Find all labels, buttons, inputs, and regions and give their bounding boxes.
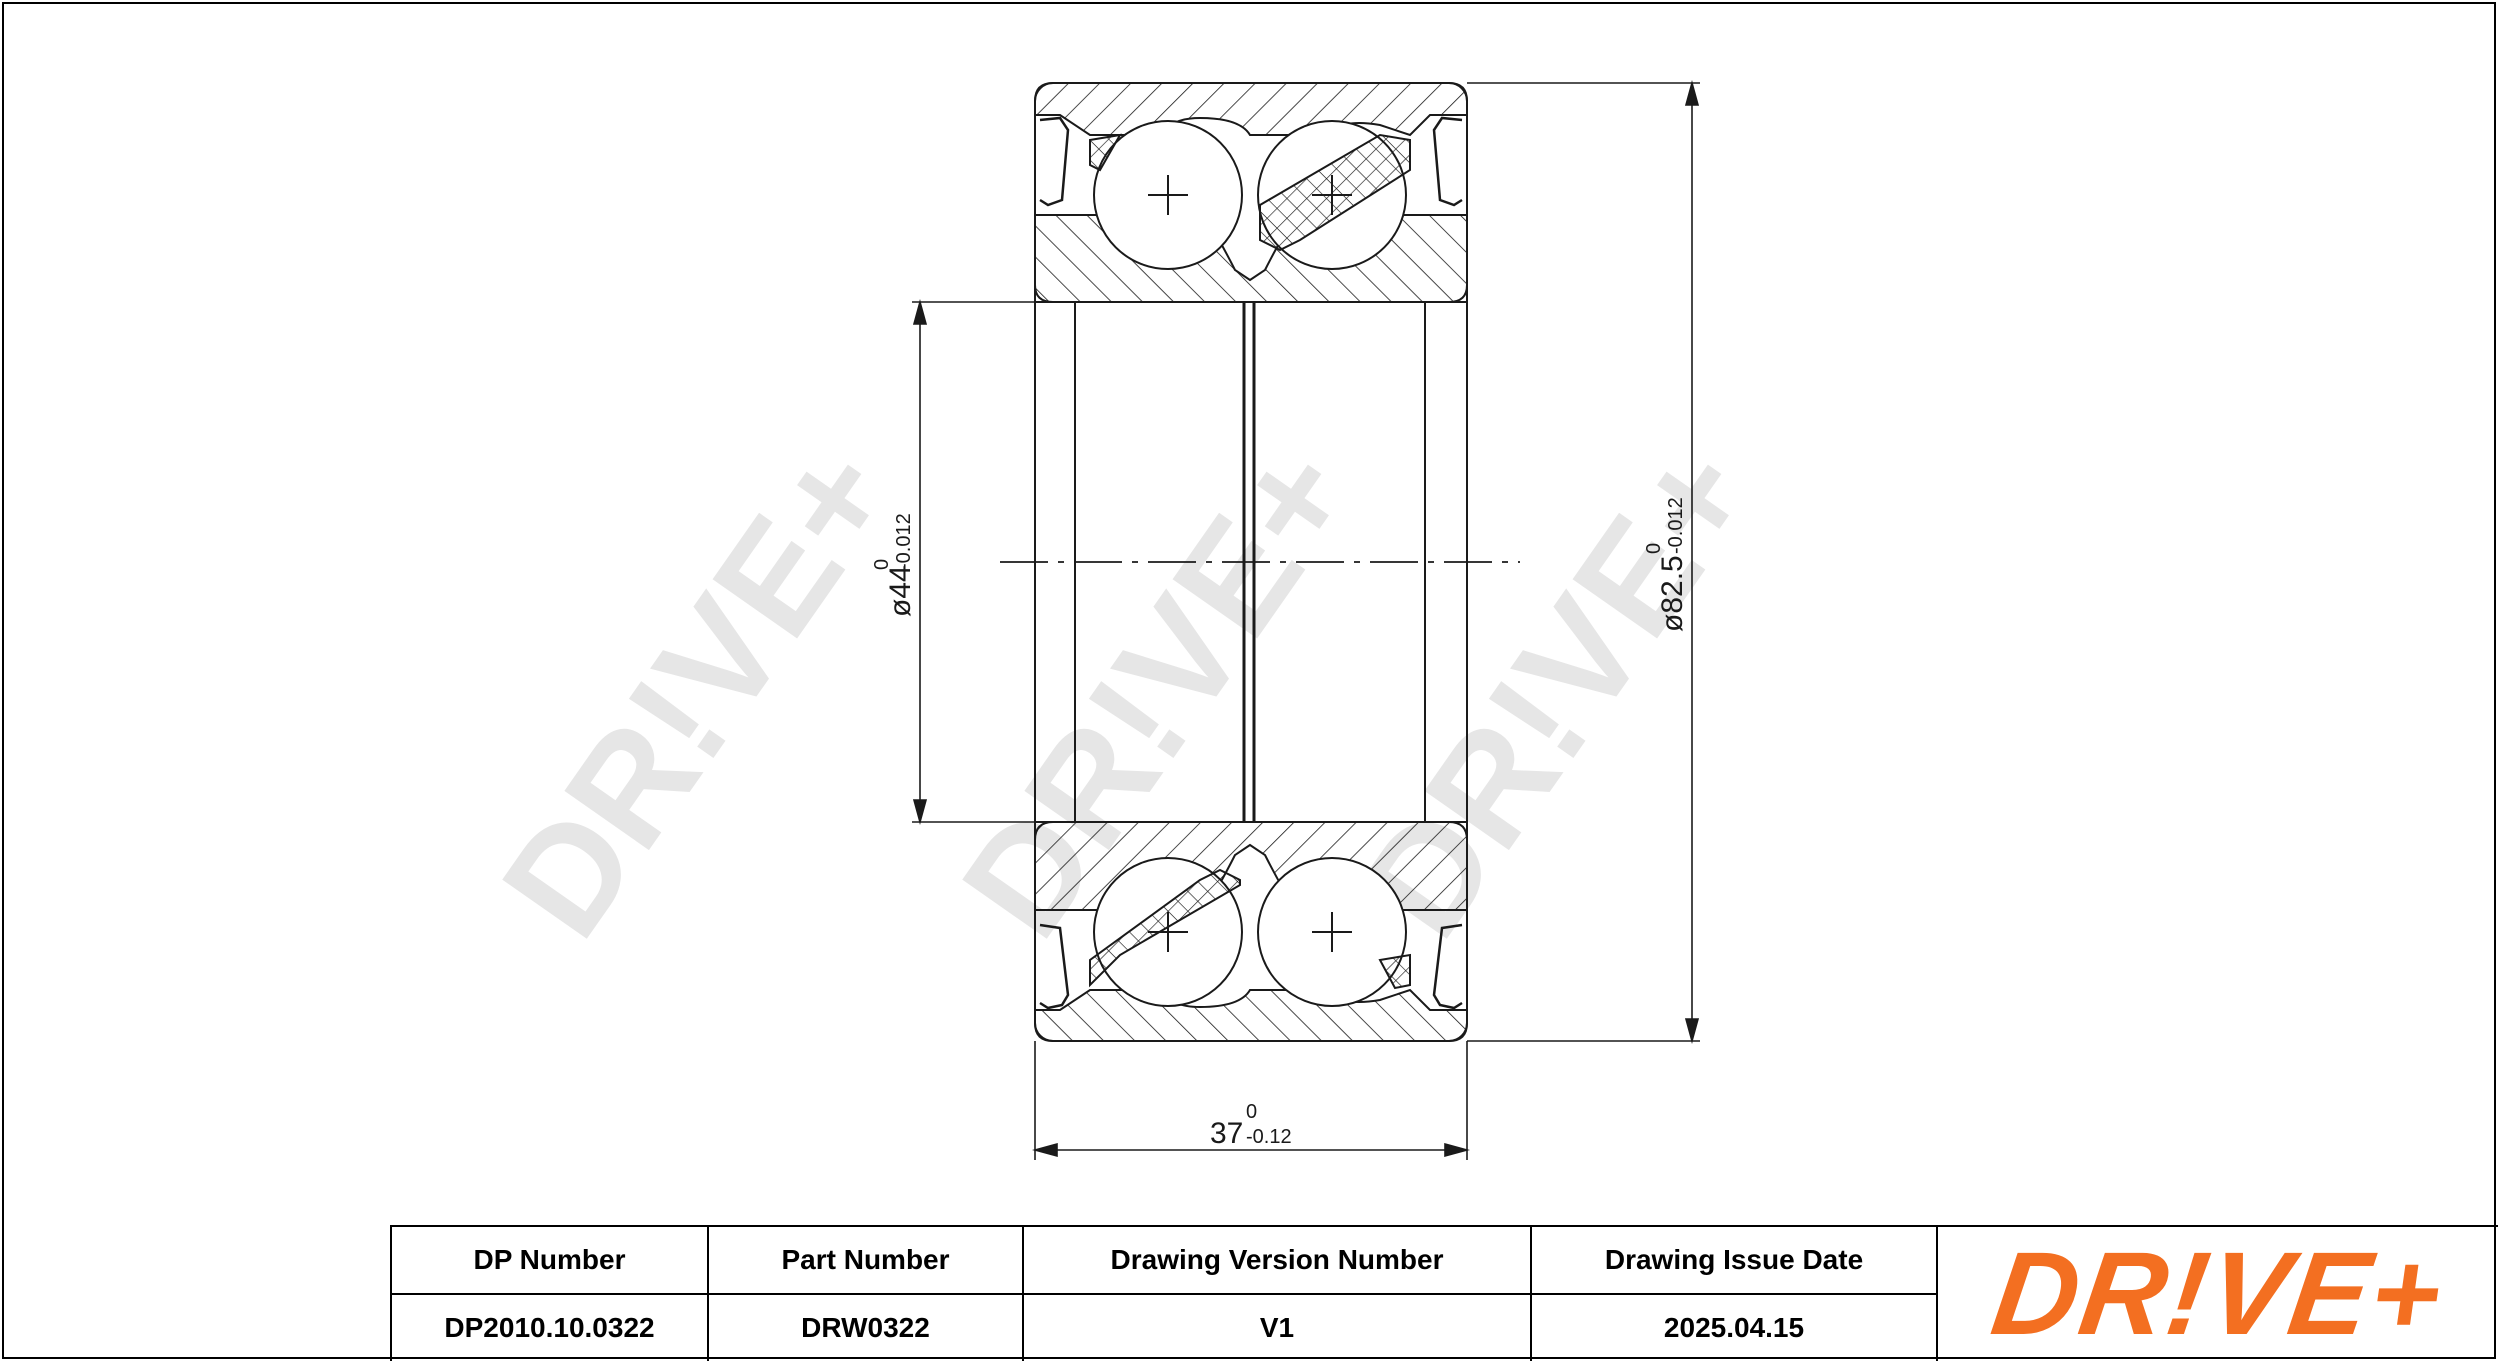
- outer-diameter-dimension: [1467, 79, 1700, 1045]
- seals: [1039, 116, 1463, 1010]
- dp-number-header: DP Number: [392, 1227, 707, 1295]
- watermark-left: DR!VE+: [470, 415, 926, 965]
- bottom-inner-ring: [1034, 821, 1468, 911]
- outer-diameter-nominal: 82.5: [1656, 555, 1689, 613]
- top-inner-ring: [1034, 214, 1468, 303]
- inner-diameter-dimension: [912, 298, 1035, 826]
- title-col-version: Drawing Version Number V1: [1024, 1227, 1532, 1361]
- width-upper-tol: 0: [1246, 1101, 1257, 1123]
- bottom-right-cage: [1378, 953, 1411, 990]
- inner-diameter-nominal: 44: [884, 565, 917, 598]
- bottom-cage: [1089, 868, 1241, 988]
- inner-diameter-lower-tol: -0.012: [893, 513, 915, 570]
- title-block: DP Number DP2010.10.0322 Part Number DRW…: [390, 1225, 2498, 1361]
- brand-logo-text: DR!VE+: [1984, 1228, 2452, 1360]
- issue-date-value: 2025.04.15: [1663, 1312, 1805, 1343]
- version-header: Drawing Version Number: [1024, 1227, 1530, 1295]
- part-number-header: Part Number: [709, 1227, 1022, 1295]
- top-outer-ring: [1034, 82, 1468, 137]
- top-left-cage: [1089, 133, 1122, 172]
- outer-diameter-upper-tol: 0: [1643, 543, 1665, 554]
- title-col-dp-number: DP Number DP2010.10.0322: [392, 1227, 709, 1361]
- top-cage: [1259, 133, 1411, 252]
- inner-diameter-symbol: ø: [884, 599, 917, 617]
- svg-text:ø44: ø44: [884, 565, 917, 617]
- outer-diameter-symbol: ø: [1656, 614, 1689, 632]
- width-label: 37 0 -0.12: [1210, 1101, 1292, 1150]
- outer-diameter-label: ø82.5 0 -0.012: [1643, 497, 1689, 632]
- part-number-value: DRW0322: [801, 1312, 930, 1343]
- title-col-issue-date: Drawing Issue Date 2025.04.15: [1532, 1227, 1938, 1361]
- svg-text:ø82.5: ø82.5: [1656, 555, 1689, 632]
- width-nominal: 37: [1210, 1117, 1243, 1150]
- inner-diameter-label: ø44 0 -0.012: [871, 513, 917, 617]
- version-value: V1: [1259, 1312, 1295, 1343]
- inner-diameter-upper-tol: 0: [871, 559, 893, 570]
- outer-diameter-lower-tol: -0.012: [1665, 497, 1687, 554]
- issue-date-header: Drawing Issue Date: [1532, 1227, 1936, 1295]
- brand-logo: DR!VE+: [1938, 1227, 2498, 1361]
- title-col-part-number: Part Number DRW0322: [709, 1227, 1024, 1361]
- width-lower-tol: -0.12: [1246, 1126, 1292, 1148]
- bottom-outer-ring: [1034, 988, 1468, 1042]
- dp-number-value: DP2010.10.0322: [444, 1312, 655, 1343]
- ball-center-marks: [1148, 175, 1352, 952]
- width-dimension: [1031, 1041, 1471, 1160]
